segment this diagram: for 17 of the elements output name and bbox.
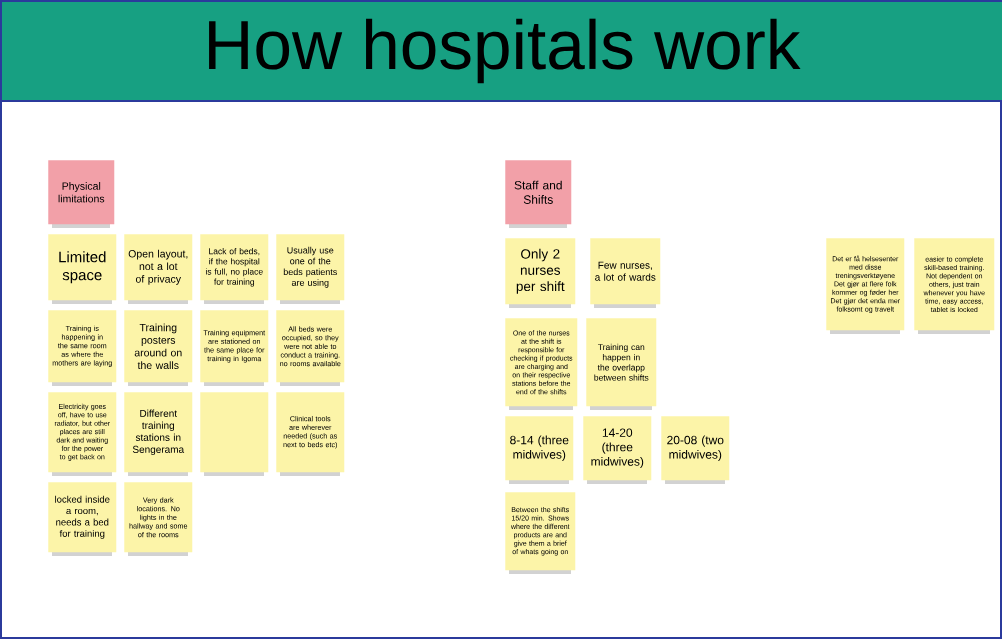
sticky-note: Usually use one of the beds patients are using (276, 234, 345, 304)
header-note: Staff and Shifts (505, 160, 572, 228)
sticky-note: Open layout, not a lot of privacy (124, 234, 193, 304)
sticky-note: Limited space (48, 234, 117, 304)
sticky-note: 14-20 (three midwives) (583, 416, 652, 484)
sticky-note: Lack of beds, if the hospital is full, no place for training (200, 234, 269, 304)
sticky-note: Different training stations in Sengerama (124, 392, 193, 476)
sticky-note: 8-14 (three midwives) (505, 416, 574, 484)
sticky-note (200, 392, 269, 476)
sticky-note: Training posters around on the walls (124, 310, 193, 386)
sticky-note: Training can happen in the overlapp between shifts (586, 318, 657, 410)
sticky-note: Few nurses, a lot of wards (590, 238, 661, 308)
sticky-note: Only 2 nurses per shift (505, 238, 576, 308)
header-note: Physical limitations (48, 160, 115, 228)
sticky-note: 20-08 (two midwives) (661, 416, 730, 484)
title-banner: How hospitals work (0, 0, 1002, 102)
sticky-note: locked inside a room, needs a bed for training (48, 482, 117, 556)
